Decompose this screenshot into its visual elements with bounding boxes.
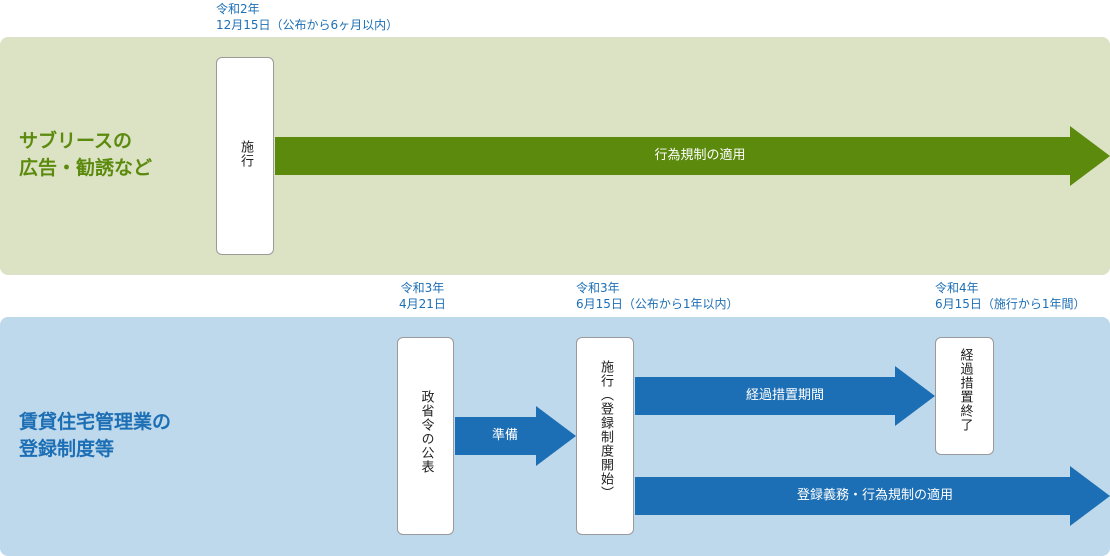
- top-enforcement-box-text: 施行: [238, 140, 253, 168]
- behavior-regulation-arrow: [275, 126, 1110, 186]
- behavior-regulation-arrow-label: 行為規制の適用: [654, 148, 746, 163]
- transition-period-arrow-label: 経過措置期間: [745, 388, 824, 403]
- registration-label-line1: 賃貸住宅管理業の: [19, 411, 172, 433]
- ordinance-date-line2: 4月21日: [399, 297, 446, 311]
- registration-label-line2: 登録制度等: [19, 438, 115, 460]
- enforcement-date-line1: 令和3年: [576, 281, 620, 295]
- transition-end-date: 令和4年 6月15日（施行から1年間）: [935, 280, 1086, 312]
- registration-obligation-arrow: [635, 466, 1110, 526]
- sublease-label-line2: 広告・勧誘など: [19, 157, 153, 179]
- transition-period-arrow: [635, 366, 935, 426]
- registration-obligation-arrow-label: 登録義務・行為規制の適用: [796, 488, 953, 503]
- behavior-regulation-arrow-shape: [275, 126, 1110, 186]
- transition-end-box-text: 経過措置終了: [957, 348, 973, 432]
- ordinance-date-line1: 令和3年: [400, 281, 445, 295]
- transition-end-box: 経過措置終了: [935, 337, 994, 455]
- transition-period-arrow-shape: [635, 366, 935, 426]
- ordinance-date: 令和3年 4月21日: [399, 280, 446, 312]
- enforcement-date-line2: 6月15日（公布から1年以内）: [576, 297, 739, 311]
- top-date-line1: 令和2年: [216, 2, 260, 16]
- registration-start-box-text: 施行（登録制度開始）: [598, 360, 613, 500]
- top-date-line2: 12月15日（公布から6ヶ月以内）: [216, 18, 399, 32]
- preparation-arrow: [455, 406, 576, 466]
- enforcement-date: 令和3年 6月15日（公布から1年以内）: [576, 280, 739, 312]
- transition-end-date-line1: 令和4年: [935, 281, 979, 295]
- sublease-band-label: サブリースの 広告・勧誘など: [19, 128, 152, 182]
- ordinance-publication-box-text: 政省令の公表: [418, 390, 434, 474]
- preparation-arrow-shape: [455, 406, 576, 466]
- preparation-arrow-label: 準備: [491, 428, 518, 443]
- top-enforcement-date: 令和2年 12月15日（公布から6ヶ月以内）: [216, 1, 398, 33]
- registration-start-box: 施行（登録制度開始）: [576, 337, 634, 535]
- top-enforcement-box: 施行: [216, 57, 274, 255]
- sublease-label-line1: サブリースの: [19, 130, 133, 152]
- ordinance-publication-box: 政省令の公表: [397, 337, 454, 535]
- registration-obligation-arrow-shape: [635, 466, 1110, 526]
- transition-end-date-line2: 6月15日（施行から1年間）: [935, 297, 1086, 311]
- registration-band-label: 賃貸住宅管理業の 登録制度等: [19, 409, 171, 463]
